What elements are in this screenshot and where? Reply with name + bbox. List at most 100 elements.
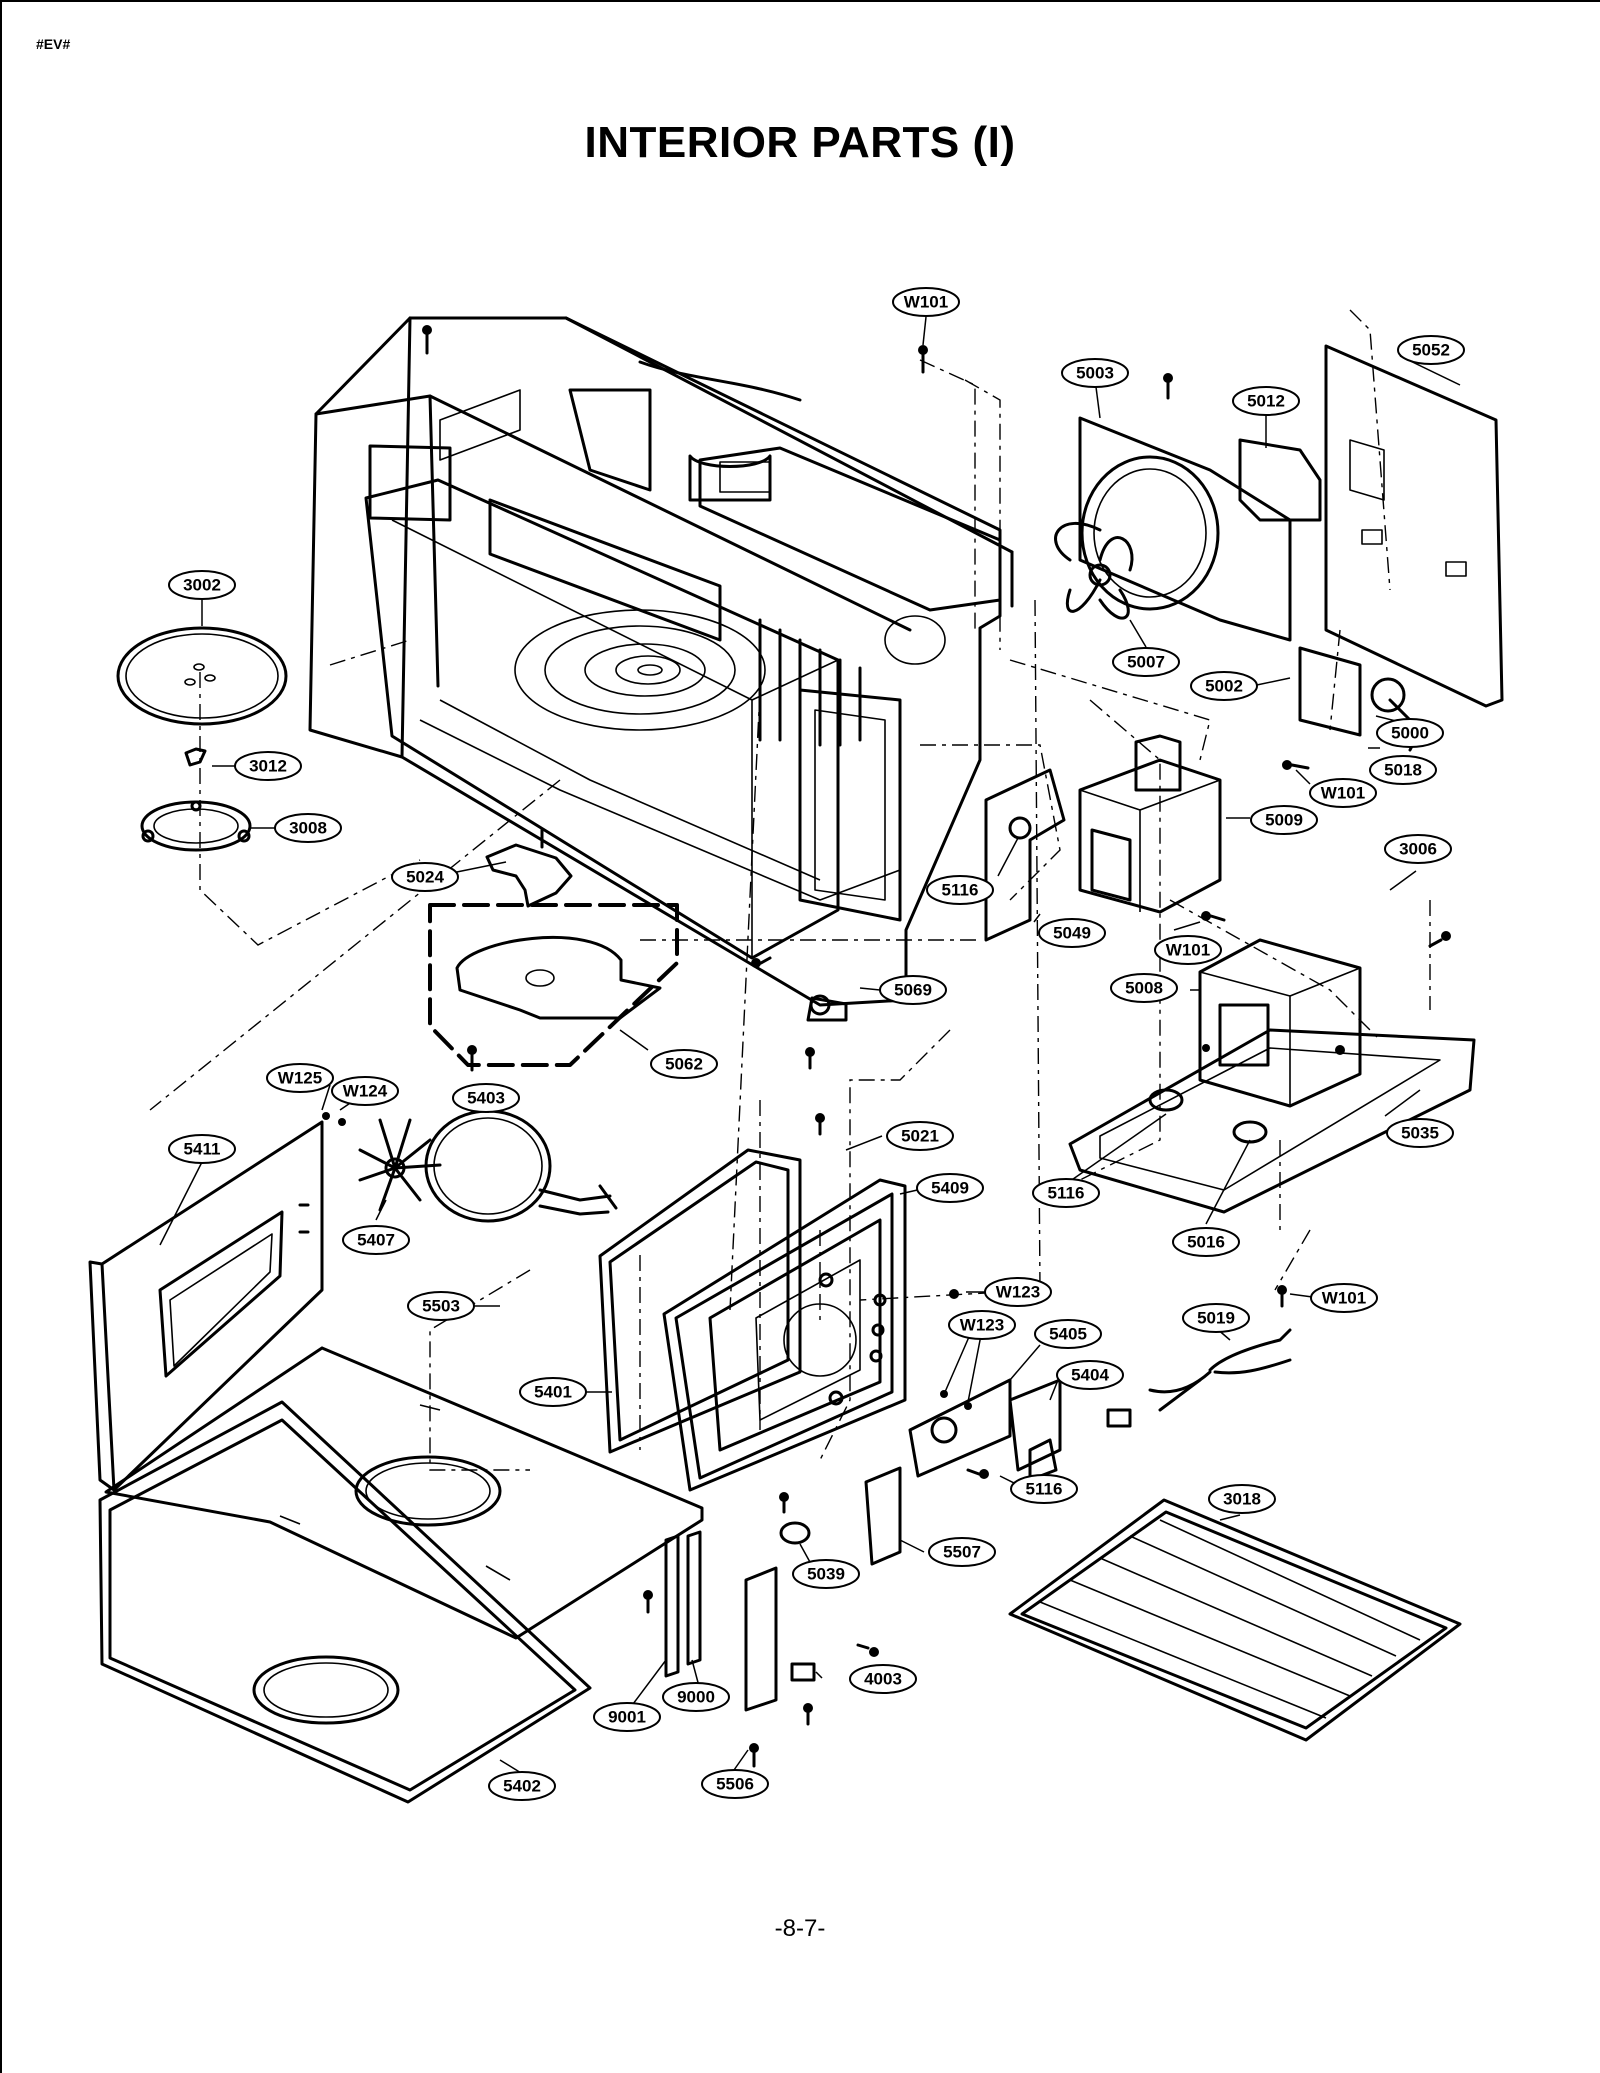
callout-9000: 9000	[662, 1682, 730, 1712]
callout-5039: 5039	[792, 1559, 860, 1589]
leader-lines	[159, 316, 1461, 1777]
callout-5012: 5012	[1232, 386, 1300, 416]
callout-label: W123	[996, 1283, 1040, 1302]
callout-label: 5403	[467, 1089, 505, 1108]
callout-w123-b: W123	[948, 1310, 1016, 1340]
callout-label: 5000	[1391, 724, 1429, 743]
page-title: INTERIOR PARTS (I)	[584, 118, 1016, 167]
callout-label: W101	[1322, 1289, 1366, 1308]
page-number: -8-7-	[774, 1915, 826, 1942]
callout-5000: 5000	[1376, 718, 1444, 748]
callout-5116-b: 5116	[1032, 1178, 1100, 1208]
callout-label: 5049	[1053, 924, 1091, 943]
callout-label: 5007	[1127, 653, 1165, 672]
callout-5003: 5003	[1061, 358, 1129, 388]
callout-5049: 5049	[1038, 918, 1106, 948]
convection-fan	[358, 1118, 442, 1212]
base-plate	[1068, 1028, 1476, 1214]
callouts: W101 5052 5003 5012 3002 5007 5002 5000 …	[168, 287, 1465, 1801]
callout-9001: 9001	[593, 1702, 661, 1732]
callout-label: W124	[343, 1082, 388, 1101]
callout-label: 3002	[183, 576, 221, 595]
door-frame-assembly	[598, 1148, 907, 1492]
roller-ring	[140, 800, 252, 852]
callout-label: 5021	[901, 1127, 939, 1146]
callout-5503: 5503	[407, 1291, 475, 1321]
callout-label: 5507	[943, 1543, 981, 1562]
callout-5024: 5024	[391, 862, 459, 892]
callout-label: 5402	[503, 1777, 541, 1796]
callout-5002: 5002	[1190, 671, 1258, 701]
callout-label: 9001	[608, 1708, 646, 1727]
callout-5507: 5507	[928, 1537, 996, 1567]
callout-label: 5009	[1265, 811, 1303, 830]
callout-label: 5035	[1401, 1124, 1439, 1143]
thermal-fuses	[779, 994, 848, 1545]
callout-5019: 5019	[1182, 1303, 1250, 1333]
page-code: #EV#	[36, 36, 71, 52]
callout-3002: 3002	[168, 570, 236, 600]
callout-label: 5116	[942, 881, 979, 900]
callout-label: 5003	[1076, 364, 1114, 383]
callout-label: 5012	[1247, 392, 1285, 411]
callout-label: 5503	[422, 1297, 460, 1316]
assembly-guide-lines	[149, 309, 1431, 1471]
callout-label: 5116	[1026, 1480, 1063, 1499]
callout-3012: 3012	[234, 751, 302, 781]
interlock-switches	[908, 1378, 1062, 1482]
callout-5008: 5008	[1110, 973, 1178, 1003]
callout-5405: 5405	[1034, 1319, 1102, 1349]
convection-heater	[424, 1109, 618, 1223]
callout-label: 3018	[1223, 1490, 1261, 1509]
callout-5411: 5411	[168, 1134, 236, 1164]
callout-label: 5069	[894, 981, 932, 1000]
callout-3006: 3006	[1384, 834, 1452, 864]
callout-label: 5404	[1071, 1366, 1109, 1385]
oven-rack	[1008, 1498, 1462, 1742]
callout-label: 3012	[249, 757, 287, 776]
callout-5069: 5069	[879, 975, 947, 1005]
turntable-coupler	[184, 747, 207, 767]
callout-w125: W125	[266, 1063, 334, 1093]
latch-brackets	[664, 1466, 902, 1712]
callout-5016: 5016	[1172, 1227, 1240, 1257]
callout-5506: 5506	[701, 1769, 769, 1799]
callout-5409: 5409	[916, 1173, 984, 1203]
callout-w123-a: W123	[984, 1277, 1052, 1307]
callout-5403: 5403	[452, 1083, 520, 1113]
page-border-top	[0, 0, 1600, 2]
callout-w101-base: W101	[1310, 1283, 1378, 1313]
callout-label: 5016	[1187, 1233, 1225, 1252]
callout-label: 9000	[677, 1688, 715, 1707]
callout-label: 3006	[1399, 840, 1437, 859]
callout-3018: 3018	[1208, 1484, 1276, 1514]
callout-5116-a: 5116	[926, 875, 994, 905]
stirrer-cover	[428, 828, 679, 1067]
callout-5021: 5021	[886, 1121, 954, 1151]
screws	[322, 325, 1451, 1768]
wire-harness	[1106, 1328, 1292, 1428]
callout-5018: 5018	[1369, 755, 1437, 785]
callout-5402: 5402	[488, 1771, 556, 1801]
callout-label: 5411	[184, 1140, 221, 1159]
callout-label: 5019	[1197, 1309, 1235, 1328]
callout-label: 5018	[1384, 761, 1422, 780]
callout-5009: 5009	[1250, 805, 1318, 835]
page-border-left	[0, 0, 2, 2073]
callout-label: 5506	[716, 1775, 754, 1794]
callout-5407: 5407	[342, 1225, 410, 1255]
callout-label: 5052	[1412, 341, 1450, 360]
callout-5404: 5404	[1056, 1360, 1124, 1390]
callout-w101-mag: W101	[1154, 935, 1222, 965]
callout-label: 5405	[1049, 1325, 1087, 1344]
outer-door-panel	[88, 1120, 324, 1492]
callout-label: 5409	[931, 1179, 969, 1198]
callout-5035: 5035	[1386, 1118, 1454, 1148]
callout-w124: W124	[331, 1076, 399, 1106]
callout-label: 5407	[357, 1231, 395, 1250]
callout-label: W101	[904, 293, 948, 312]
callout-label: W101	[1166, 941, 1210, 960]
magnetron	[1078, 734, 1222, 914]
callout-5062: 5062	[650, 1049, 718, 1079]
